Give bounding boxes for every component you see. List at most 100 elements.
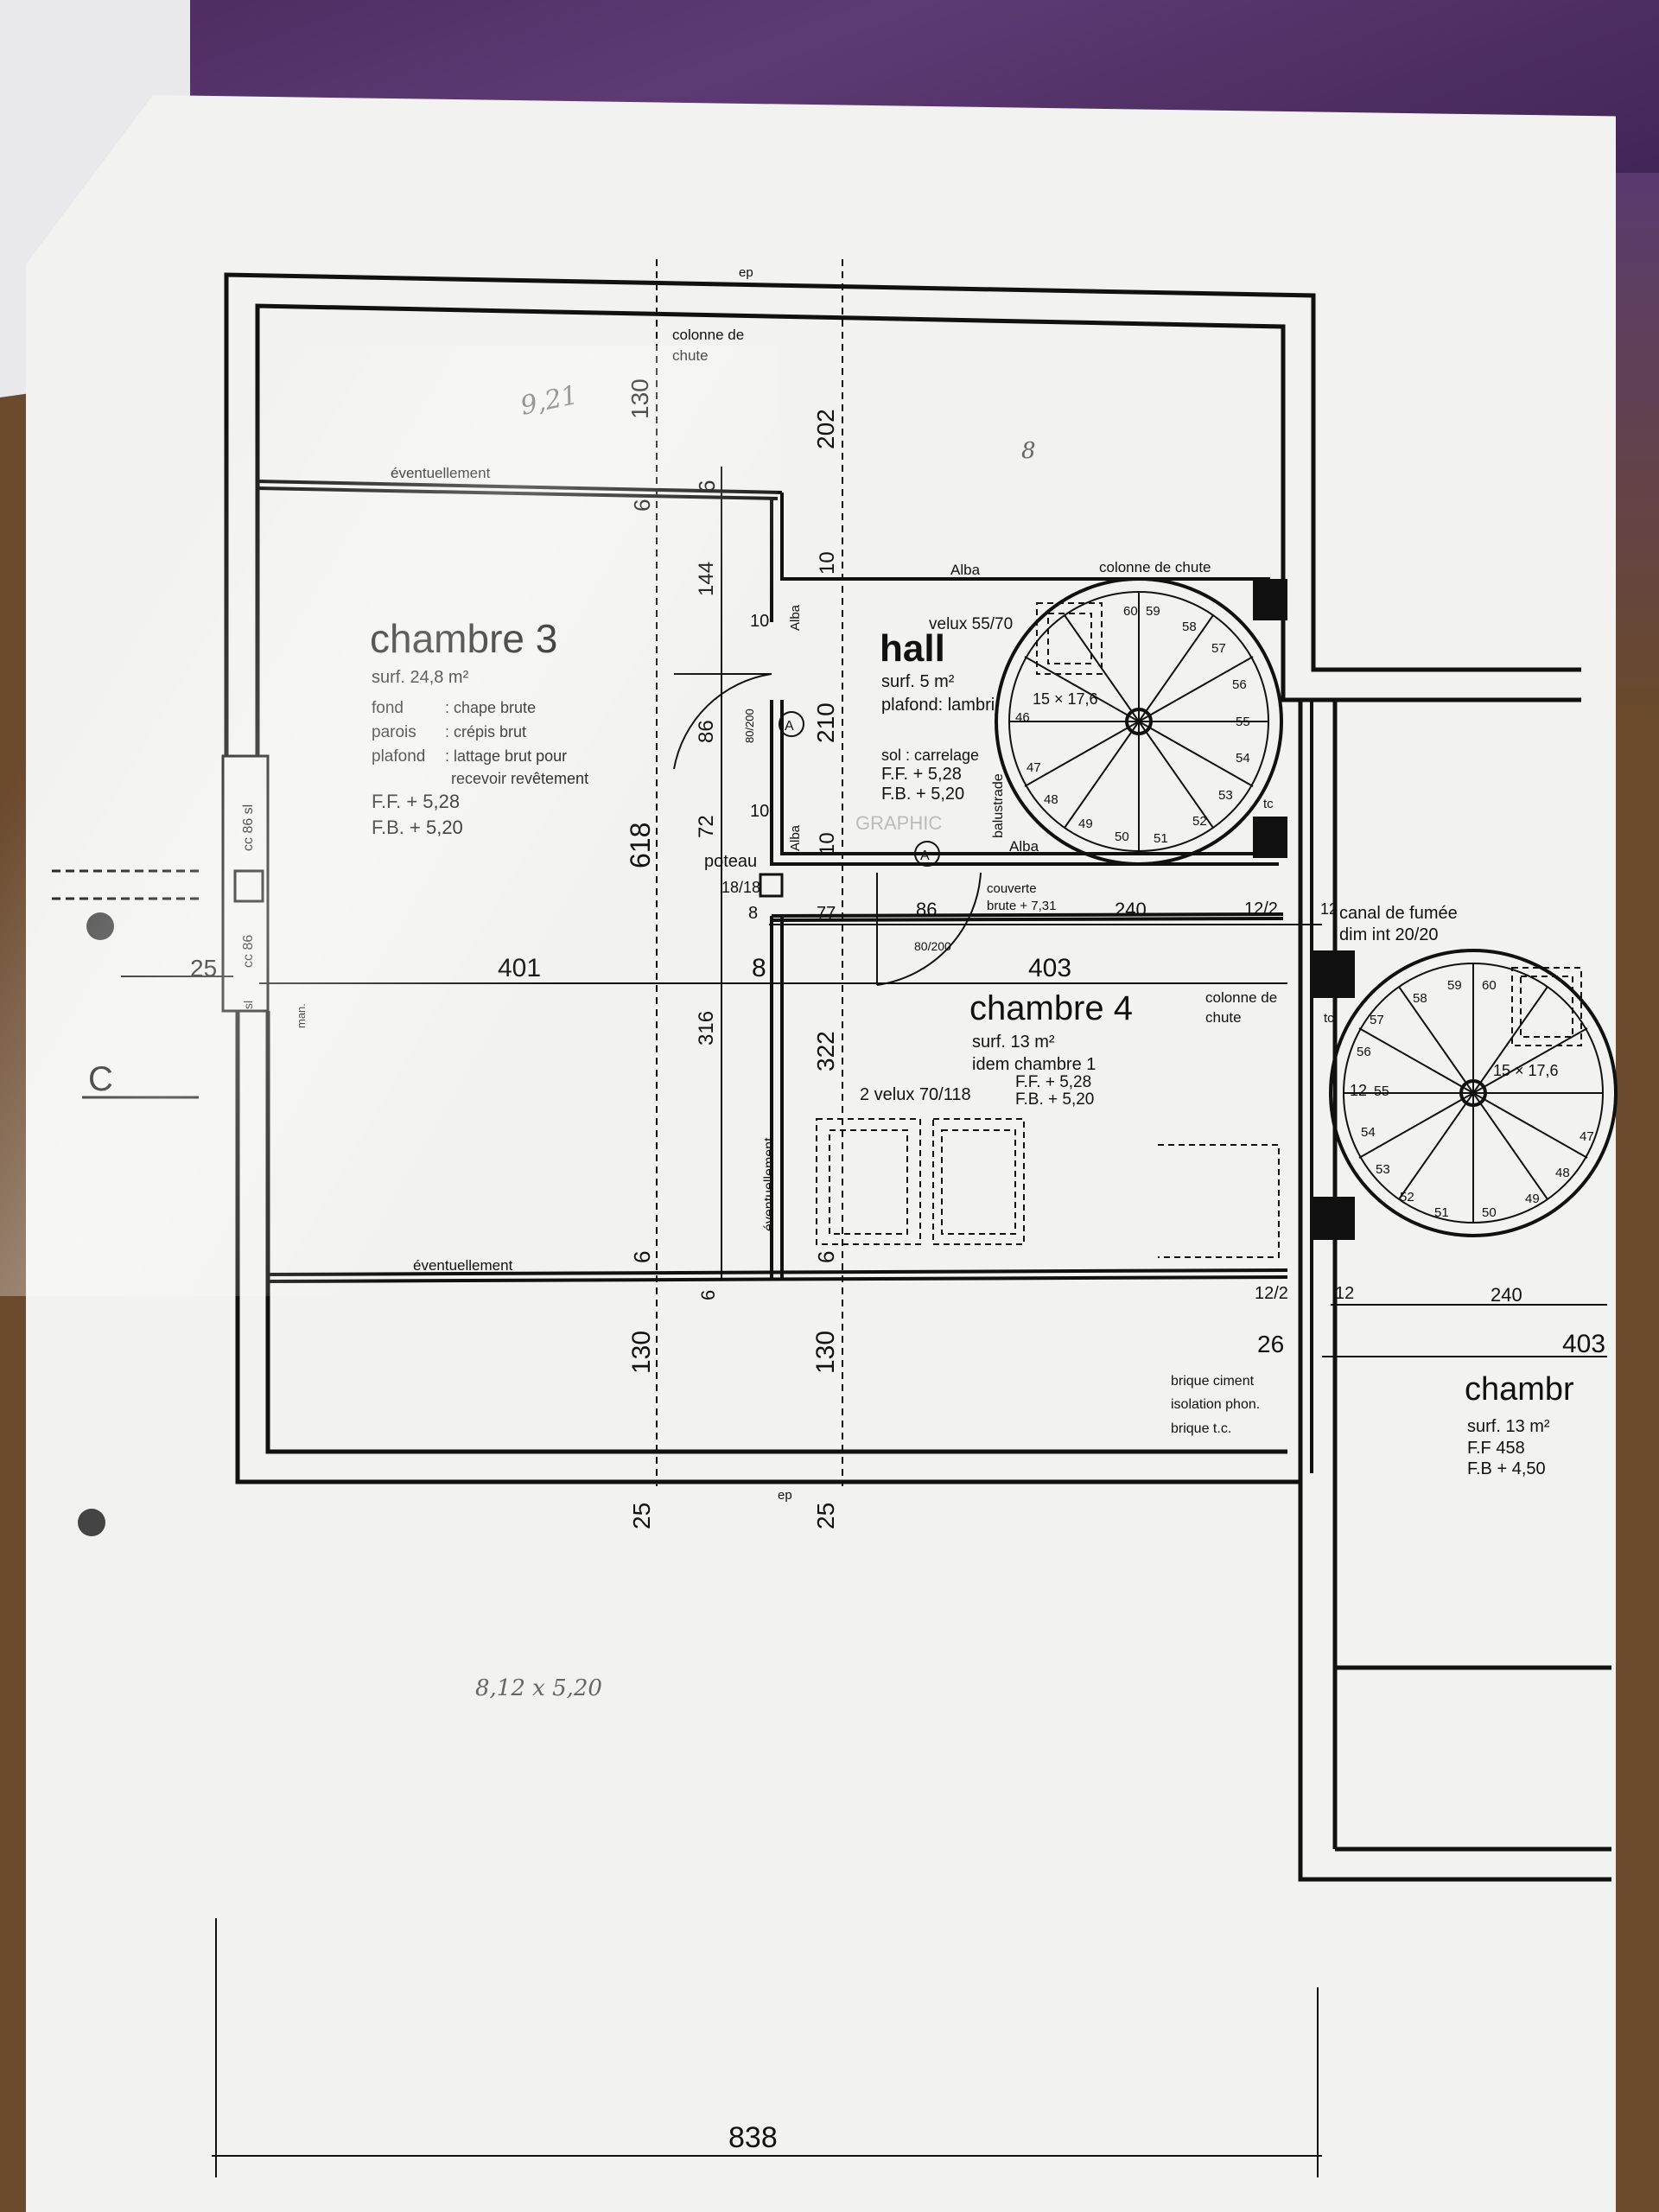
canal-label: canal de fumée (1339, 904, 1458, 923)
ep-top: ep (739, 265, 753, 280)
step-right-59: 59 (1447, 978, 1462, 993)
cc86-label2: cc 86 (241, 935, 256, 968)
step-right-48: 48 (1555, 1166, 1570, 1180)
dim-12c: 12 (1350, 1082, 1367, 1099)
colonne-chute-right: colonne de chute (1099, 559, 1211, 575)
door-swings (673, 673, 982, 986)
step-hall-56: 56 (1232, 677, 1247, 692)
hall-title: hall (880, 627, 945, 670)
step-hall-53: 53 (1218, 788, 1233, 803)
chambre4-velux: 2 velux 70/118 (860, 1085, 971, 1104)
ep-bottom: ep (778, 1488, 792, 1503)
step-right-49: 49 (1525, 1192, 1540, 1206)
dim-26: 26 (1257, 1331, 1284, 1357)
dimension-labels: 130 202 6 6 144 10 10 86 210 72 10 10 61… (190, 378, 1605, 2154)
chambre4-surf: surf. 13 m² (972, 1033, 1055, 1052)
dim-240a: 240 (1115, 899, 1147, 920)
step-hall-50: 50 (1115, 830, 1129, 844)
step-hall-55: 55 (1236, 715, 1250, 729)
chambre-right-ff: F.F 458 (1467, 1439, 1525, 1458)
dim-403a: 403 (1028, 954, 1071, 982)
man-label: man. (295, 1003, 308, 1028)
eventuellement-vertical: éventuellement (762, 1137, 777, 1231)
side-window (52, 754, 270, 1099)
dim-6d: 6 (697, 1290, 719, 1300)
labels-layer: chambre 3 surf. 24,8 m² fond : chape bru… (88, 265, 1574, 1503)
dim-6a: 6 (629, 499, 655, 512)
dim-10a: 10 (816, 551, 839, 575)
dim-130c: 130 (811, 1331, 840, 1374)
step-hall-51: 51 (1154, 831, 1168, 846)
step-hall-52: 52 (1192, 814, 1207, 829)
dim-838: 838 (728, 2121, 778, 2154)
hall-fb: F.B. + 5,20 (881, 785, 964, 804)
step-right-53: 53 (1376, 1162, 1390, 1177)
poteau-size: 18/18 (721, 879, 760, 896)
step-right-54: 54 (1361, 1125, 1376, 1140)
step-60: 60 (1123, 604, 1138, 619)
step-right-47: 47 (1580, 1129, 1594, 1144)
brique-ciment: brique ciment (1171, 1374, 1255, 1389)
dim-6e: 6 (813, 1251, 839, 1263)
dim-8b: 8 (752, 954, 766, 982)
chambre3-fond-label: fond (372, 699, 404, 717)
dim-86b: 86 (916, 899, 937, 920)
punch-hole-bottom (78, 1509, 105, 1536)
chambre4-idem: idem chambre 1 (972, 1055, 1096, 1074)
chambre3-fond-value: : chape brute (445, 699, 536, 716)
step-hall-48: 48 (1044, 792, 1058, 807)
chambre3-parois-label: parois (372, 723, 416, 741)
sl-label: sl (241, 1001, 255, 1009)
eventuellement-top: éventuellement (391, 465, 491, 481)
dim-12-2b: 12/2 (1255, 1284, 1288, 1303)
chambre3-plafond-label: plafond (372, 747, 425, 766)
step-hall-57: 57 (1211, 641, 1226, 656)
chambre3-plafond-value: : lattage brut pour (445, 747, 567, 765)
dim-25a: 25 (190, 955, 217, 982)
velux-windows (816, 602, 1582, 1258)
dim-10b: 10 (750, 612, 769, 631)
door-a2: A (920, 849, 930, 863)
couverte-label2: brute + 7,31 (987, 899, 1056, 913)
spiral-stair-right (1329, 949, 1618, 1237)
dim-77: 77 (817, 904, 836, 923)
chambre4-ff: F.F. + 5,28 (1015, 1073, 1091, 1091)
alba-bottom: Alba (1009, 838, 1039, 855)
chambre4-title: chambre 4 (969, 989, 1133, 1027)
dim-202: 202 (812, 409, 839, 449)
door-frac2: 80/200 (914, 939, 951, 953)
dim-8a: 8 (748, 904, 758, 923)
dim-10c: 10 (750, 802, 769, 821)
dim-240b: 240 (1491, 1284, 1522, 1306)
stair-steps-hall: 60 59 58 57 56 55 54 53 52 51 50 49 48 4… (1015, 604, 1250, 846)
hall-balustrade: balustrade (991, 773, 1006, 838)
stair-steps-right: 57 58 59 60 56 54 53 52 51 50 49 48 47 (1357, 978, 1594, 1220)
pencil-note-dims: 8,12 x 5,20 (475, 1675, 602, 1701)
canal-label2: dim int 20/20 (1339, 925, 1439, 944)
step-right-58: 58 (1413, 991, 1427, 1006)
dim-403b: 403 (1562, 1330, 1605, 1358)
watermark-text: GRAPHIC (855, 812, 942, 834)
step-hall-49: 49 (1078, 817, 1093, 831)
dim-6b: 6 (694, 480, 720, 493)
door-frac1: 80/200 (743, 709, 756, 743)
outer-walls (224, 272, 1611, 1882)
chambre3-plafond-value2: recevoir revêtement (451, 770, 588, 787)
alba-left1: Alba (788, 604, 803, 631)
couverte-label: couverte (987, 881, 1037, 896)
chambre-right-surf: surf. 13 m² (1467, 1417, 1550, 1436)
hall-surf: surf. 5 m² (881, 672, 955, 691)
door-a1: A (785, 719, 794, 734)
hall-plafond: plafond: lambri (881, 696, 995, 715)
chambre-right-title: chambr (1465, 1371, 1574, 1408)
colonne-chute-top2: chute (672, 347, 709, 364)
alba-top: Alba (950, 562, 981, 578)
dim-25b: 25 (628, 1503, 655, 1529)
dim-618: 618 (625, 823, 656, 868)
pencil-note-8: 8 (1021, 438, 1036, 464)
colonne-chute-top: colonne de (672, 327, 744, 343)
chute-columns (759, 579, 1355, 1240)
step-right-52: 52 (1400, 1190, 1414, 1205)
chambre-right-stair-size: 15 × 17,6 (1493, 1062, 1559, 1079)
